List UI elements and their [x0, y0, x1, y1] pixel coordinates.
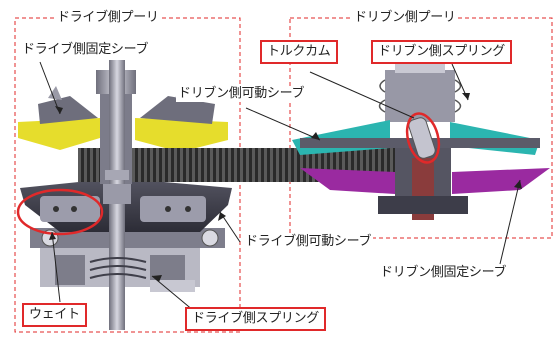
- drive-clutch-plate: [150, 280, 195, 292]
- driven-pulley-frame: [289, 17, 553, 239]
- driven-pulley-title: ドリブン側プーリ: [352, 10, 458, 26]
- drive-movable-sheave-label: ドライブ側可動シーブ: [243, 234, 374, 250]
- torque-cam-highlight: [405, 112, 441, 164]
- drive-spring-coil: [89, 257, 147, 279]
- driven-fixed-sheave: [300, 168, 550, 194]
- torque-cam-part: [408, 117, 436, 159]
- drive-shaft: [96, 60, 136, 330]
- drive-pulley-title: ドライブ側プーリ: [55, 10, 161, 26]
- drive-spring-label: ドライブ側スプリング: [185, 307, 327, 331]
- weight-highlight: [16, 188, 104, 236]
- driven-fixed-sheave-label: ドリブン側固定シーブ: [378, 265, 509, 281]
- leader-arrowheads: [49, 93, 522, 282]
- weight-label: ウェイト: [22, 303, 87, 327]
- driven-spring-label: ドリブン側スプリング: [371, 40, 513, 64]
- torque-cam-label: トルクカム: [260, 40, 338, 64]
- driven-movable-sheave-label: ドリブン側可動シーブ: [176, 86, 307, 102]
- drive-fixed-sheave-label: ドライブ側固定シーブ: [20, 42, 151, 58]
